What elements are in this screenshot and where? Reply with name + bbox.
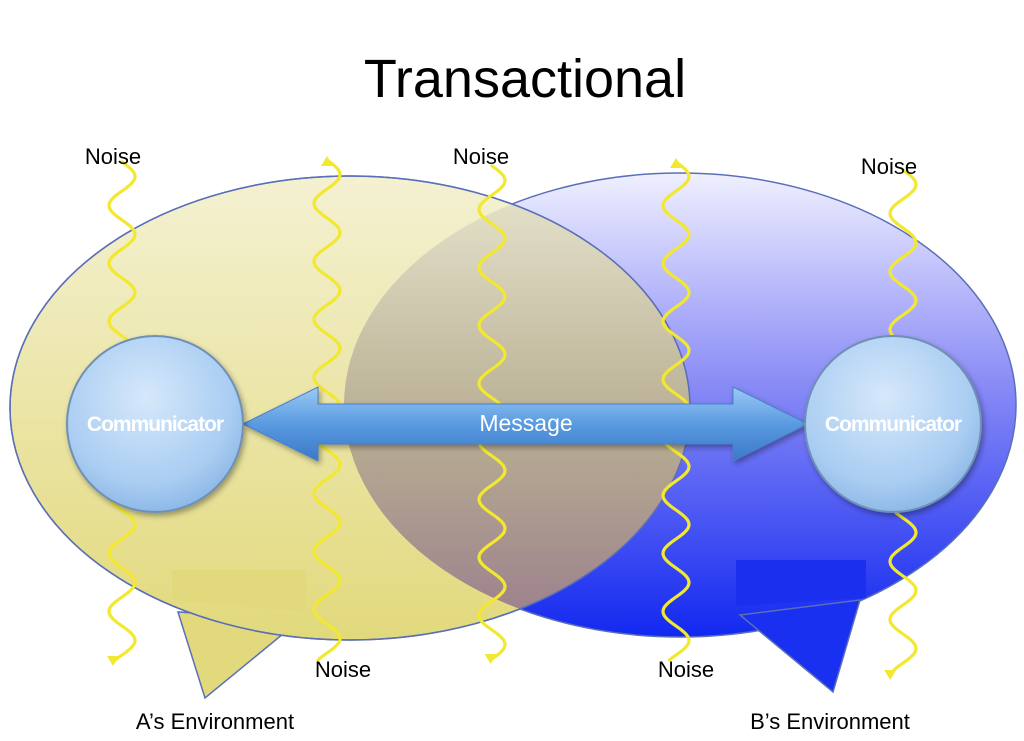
communicator-a: Communicator xyxy=(66,335,244,513)
communicator-a-label: Communicator xyxy=(87,413,224,436)
b-environment-label: B’s Environment xyxy=(750,709,910,734)
noise-wave-3-arrowhead xyxy=(484,654,497,664)
message-label: Message xyxy=(479,410,572,436)
noise-wave-5-arrowhead xyxy=(884,670,897,680)
noise-wave-4-arrowhead xyxy=(670,158,682,168)
noise-label-bottom-right: Noise xyxy=(658,657,714,682)
noise-label-top-center: Noise xyxy=(453,144,509,169)
noise-label-top-right: Noise xyxy=(861,154,917,179)
a-environment-label: A’s Environment xyxy=(136,709,294,734)
communicator-b: Communicator xyxy=(804,335,982,513)
noise-wave-1-arrowhead xyxy=(107,656,120,666)
diagram-title: Transactional xyxy=(364,49,686,109)
noise-label-bottom-left: Noise xyxy=(315,657,371,682)
communicator-b-label: Communicator xyxy=(825,413,962,436)
noise-label-top-left: Noise xyxy=(85,144,141,169)
noise-wave-2-arrowhead xyxy=(321,156,333,166)
